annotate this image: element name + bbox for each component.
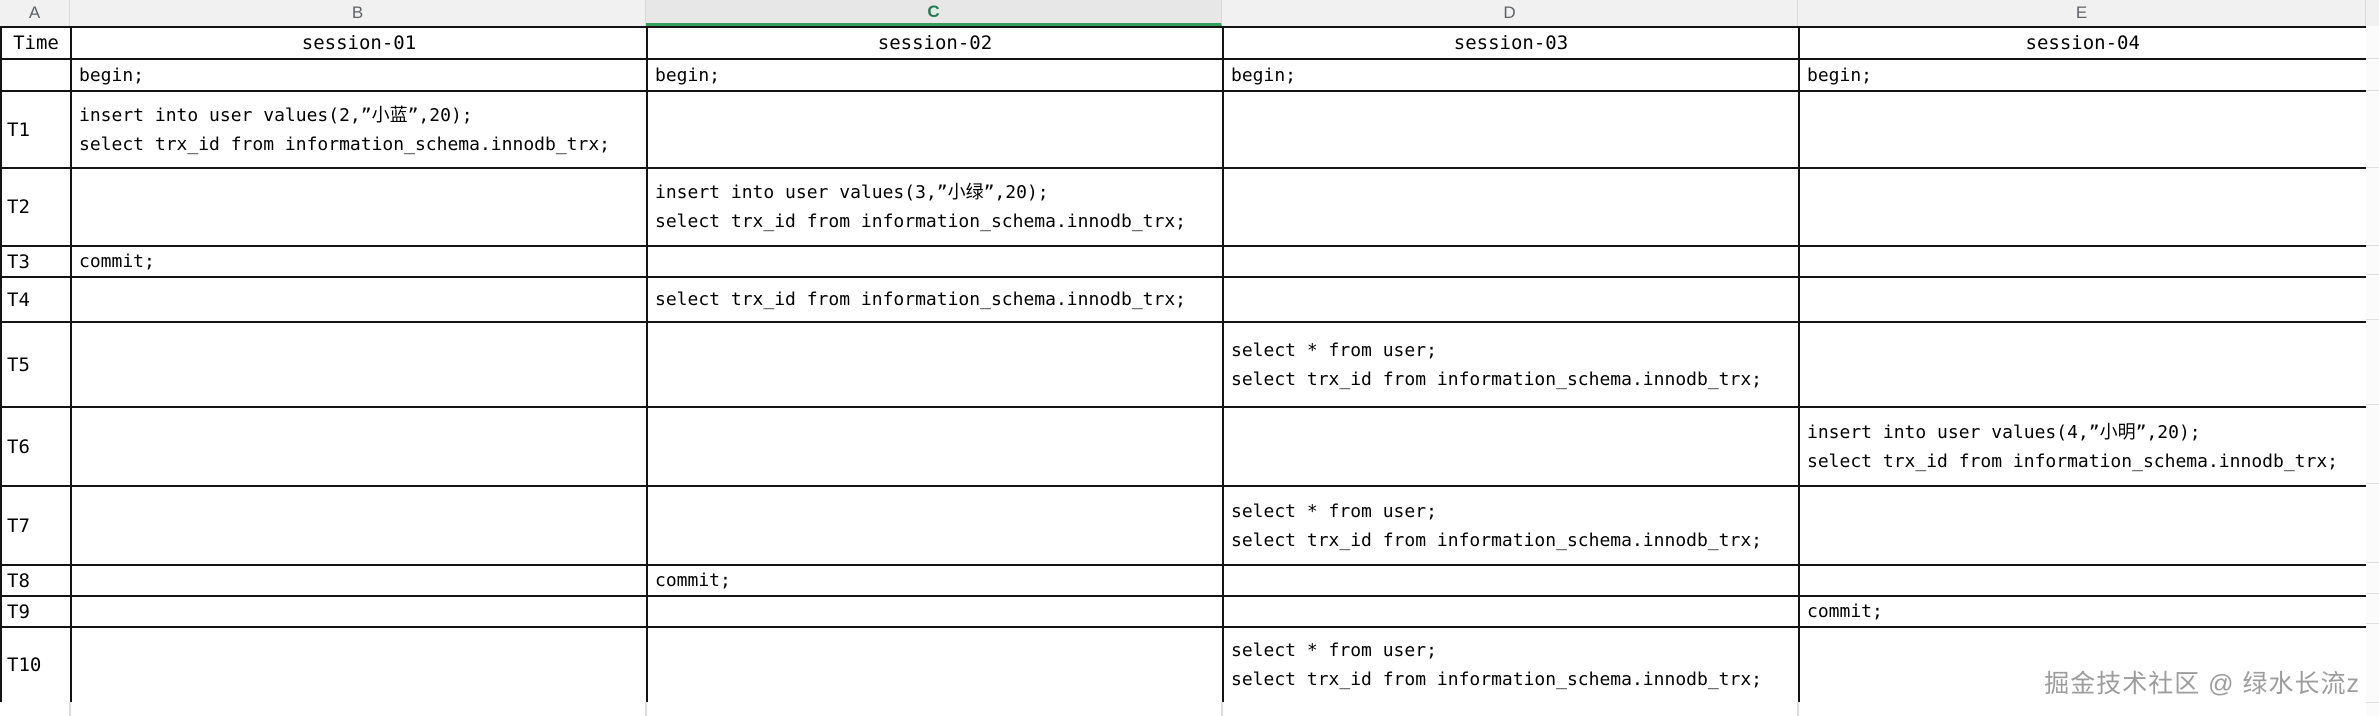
cell-T4-s3[interactable] — [1222, 276, 1800, 323]
gridline — [2366, 245, 2379, 246]
cell-T6-s2[interactable] — [646, 406, 1224, 487]
cell-T5-s1[interactable] — [70, 321, 648, 408]
row-T1: T1 insert into user values(2,”小蓝”,20); s… — [0, 90, 2368, 169]
gridline — [2366, 404, 2379, 405]
cell-T9-label[interactable]: T9 — [0, 595, 72, 628]
cell-T5-s2[interactable] — [646, 321, 1224, 408]
cell-T4-s2[interactable]: select trx_id from information_schema.in… — [646, 276, 1224, 323]
column-header-F-sliver[interactable] — [2366, 0, 2379, 26]
cell-T7-label[interactable]: T7 — [0, 485, 72, 566]
column-header-B[interactable]: B — [70, 0, 646, 26]
cell-T1-s4[interactable] — [1798, 90, 2368, 169]
gridline — [2366, 483, 2379, 484]
transaction-timeline-table: Time session-01 session-02 session-03 se… — [0, 26, 2369, 706]
cell-T6-s1[interactable] — [70, 406, 648, 487]
cell-T2-s2[interactable]: insert into user values(3,”小绿”,20); sele… — [646, 167, 1224, 247]
cell-T2-s1[interactable] — [70, 167, 648, 247]
row-T4: T4 select trx_id from information_schema… — [0, 276, 2368, 323]
cell-T1-s3[interactable] — [1222, 90, 1800, 169]
cell-T8-s3[interactable] — [1222, 564, 1800, 597]
cell-begin-label[interactable] — [0, 58, 72, 92]
cell-begin-s4[interactable]: begin; — [1798, 58, 2368, 92]
cell-begin-s1[interactable]: begin; — [70, 58, 648, 92]
gridline — [1221, 702, 1223, 716]
cell-T9-s2[interactable] — [646, 595, 1224, 628]
cell-T1-label[interactable]: T1 — [0, 90, 72, 169]
cell-T3-s2[interactable] — [646, 245, 1224, 278]
gridline — [2366, 58, 2379, 59]
cell-T1-s2[interactable] — [646, 90, 1224, 169]
cell-begin-s3[interactable]: begin; — [1222, 58, 1800, 92]
header-row: Time session-01 session-02 session-03 se… — [0, 26, 2368, 60]
gridline — [645, 702, 647, 716]
row-T10: T10 select * from user; select trx_id fr… — [0, 626, 2368, 705]
cell-session-04-header[interactable]: session-04 — [1798, 26, 2368, 60]
cell-T4-s1[interactable] — [70, 276, 648, 323]
row-T7: T7 select * from user; select trx_id fro… — [0, 485, 2368, 566]
cell-T10-label[interactable]: T10 — [0, 626, 72, 705]
column-header-D[interactable]: D — [1222, 0, 1798, 26]
next-row-sliver — [0, 702, 2366, 716]
cell-T7-s3[interactable]: select * from user; select trx_id from i… — [1222, 485, 1800, 566]
cell-T2-s4[interactable] — [1798, 167, 2368, 247]
juejin-watermark: 掘金技术社区 @ 绿水长流z — [2044, 670, 2360, 698]
cell-T9-s1[interactable] — [70, 595, 648, 628]
cell-T2-s3[interactable] — [1222, 167, 1800, 247]
cell-T8-s2[interactable]: commit; — [646, 564, 1224, 597]
column-header-C-selected[interactable]: C — [646, 0, 1222, 26]
cell-T4-s4[interactable] — [1798, 276, 2368, 323]
cell-T8-label[interactable]: T8 — [0, 564, 72, 597]
gridline — [2366, 90, 2379, 91]
cell-T10-s1[interactable] — [70, 626, 648, 705]
row-T2: T2 insert into user values(3,”小绿”,20); s… — [0, 167, 2368, 247]
cell-T5-s3[interactable]: select * from user; select trx_id from i… — [1222, 321, 1800, 408]
cell-T6-s4[interactable]: insert into user values(4,”小明”,20); sele… — [1798, 406, 2368, 487]
cell-T7-s4[interactable] — [1798, 485, 2368, 566]
row-T5: T5 select * from user; select trx_id fro… — [0, 321, 2368, 408]
gridline — [2366, 623, 2379, 624]
gridline — [2366, 593, 2379, 594]
cell-session-03-header[interactable]: session-03 — [1222, 26, 1800, 60]
cell-session-02-header[interactable]: session-02 — [646, 26, 1224, 60]
cell-T4-label[interactable]: T4 — [0, 276, 72, 323]
cell-T8-s4[interactable] — [1798, 564, 2368, 597]
row-begin: begin; begin; begin; begin; — [0, 58, 2368, 92]
cell-T6-s3[interactable] — [1222, 406, 1800, 487]
gridline — [69, 702, 71, 716]
cell-T6-label[interactable]: T6 — [0, 406, 72, 487]
cell-T10-s3[interactable]: select * from user; select trx_id from i… — [1222, 626, 1800, 705]
cell-begin-s2[interactable]: begin; — [646, 58, 1224, 92]
gridline — [2366, 702, 2379, 703]
cell-T10-s2[interactable] — [646, 626, 1224, 705]
gridline — [2366, 319, 2379, 320]
column-f-sliver — [2366, 26, 2379, 716]
cell-T3-label[interactable]: T3 — [0, 245, 72, 278]
cell-T3-s1[interactable]: commit; — [70, 245, 648, 278]
cell-T9-s3[interactable] — [1222, 595, 1800, 628]
cell-T9-s4[interactable]: commit; — [1798, 595, 2368, 628]
gridline — [2366, 562, 2379, 563]
column-header-strip: A B C D E — [0, 0, 2379, 26]
cell-T5-s4[interactable] — [1798, 321, 2368, 408]
row-T3: T3 commit; — [0, 245, 2368, 278]
cell-T1-s1[interactable]: insert into user values(2,”小蓝”,20); sele… — [70, 90, 648, 169]
cell-time-header[interactable]: Time — [0, 26, 72, 60]
row-T9: T9 commit; — [0, 595, 2368, 628]
row-T6: T6 insert into user values(4,”小明”,20); s… — [0, 406, 2368, 487]
cell-T3-s3[interactable] — [1222, 245, 1800, 278]
cell-T2-label[interactable]: T2 — [0, 167, 72, 247]
gridline — [2366, 167, 2379, 168]
cell-T3-s4[interactable] — [1798, 245, 2368, 278]
row-T8: T8 commit; — [0, 564, 2368, 597]
column-header-A[interactable]: A — [0, 0, 70, 26]
column-header-E[interactable]: E — [1798, 0, 2366, 26]
cell-T5-label[interactable]: T5 — [0, 321, 72, 408]
cell-T7-s1[interactable] — [70, 485, 648, 566]
gridline — [2366, 274, 2379, 275]
cell-T7-s2[interactable] — [646, 485, 1224, 566]
cell-T8-s1[interactable] — [70, 564, 648, 597]
cell-session-01-header[interactable]: session-01 — [70, 26, 648, 60]
gridline — [1797, 702, 1799, 716]
